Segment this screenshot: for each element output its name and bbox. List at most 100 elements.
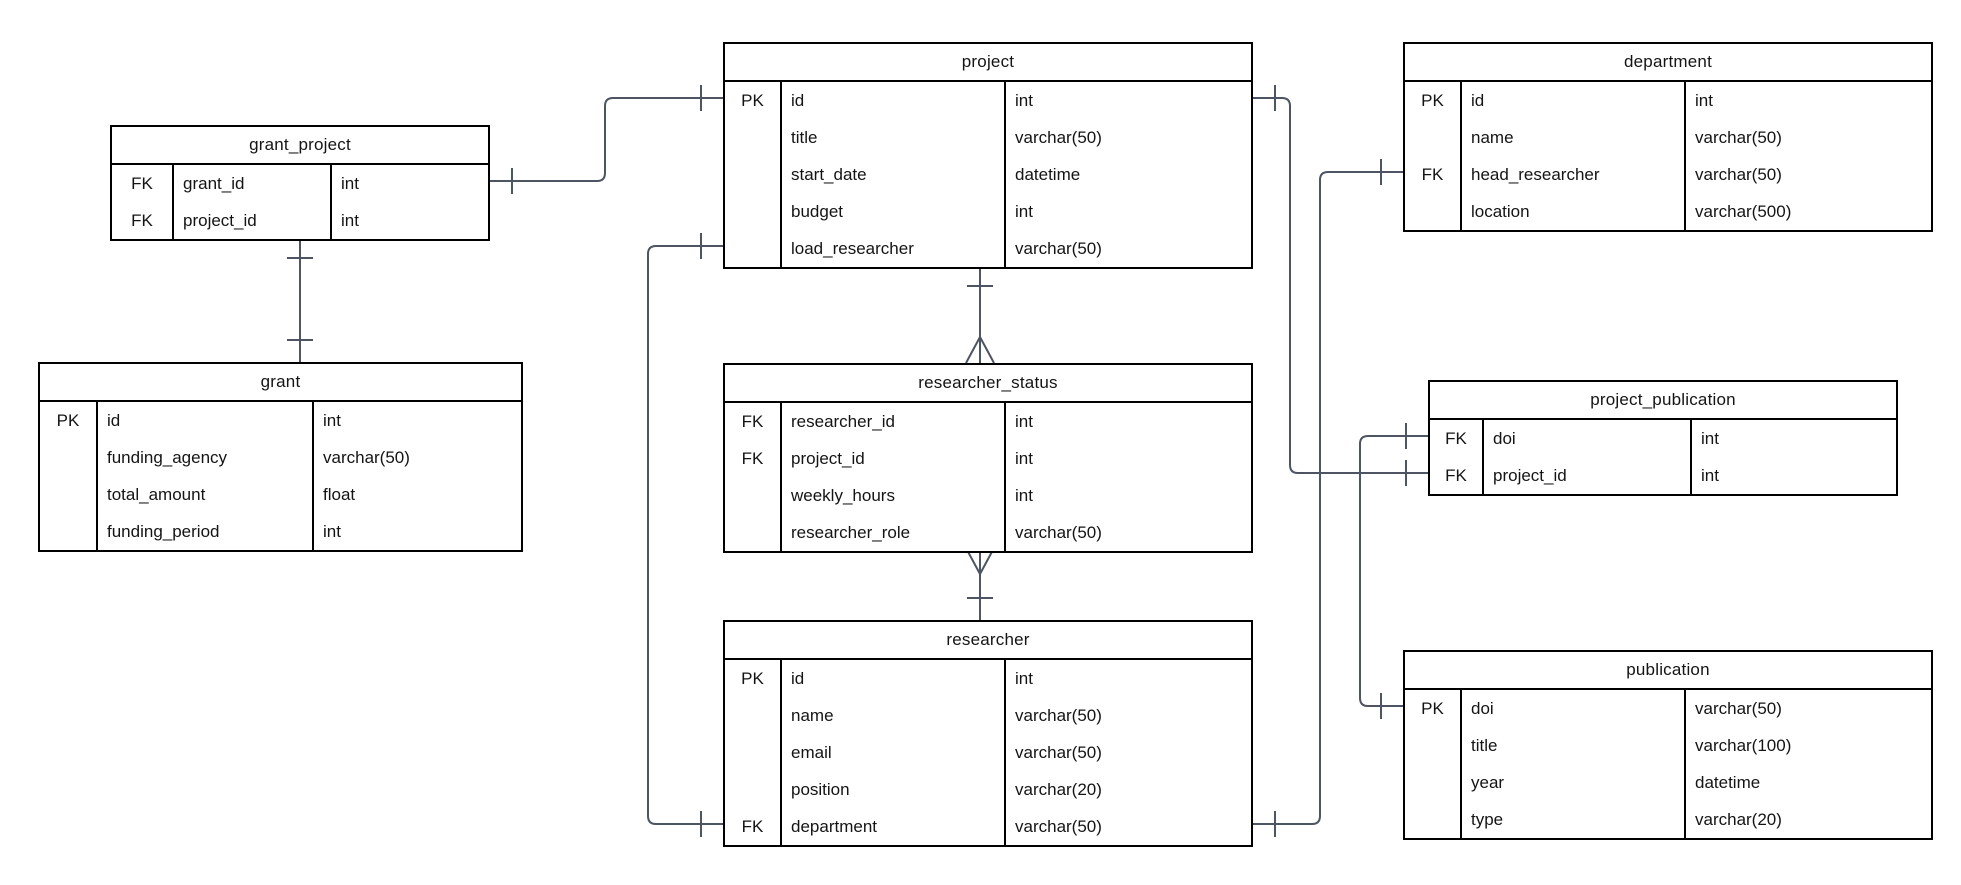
entity-grant-title: grant bbox=[40, 364, 521, 402]
column-key-badge: PK bbox=[1421, 90, 1444, 110]
column-key-badge bbox=[725, 193, 780, 230]
relationship-grant_project__grant[interactable] bbox=[287, 236, 313, 362]
column-type: varchar(500) bbox=[1684, 193, 1931, 230]
column-name: total_amount bbox=[96, 476, 312, 513]
relationship-project_load_researcher__researcher_department[interactable] bbox=[647, 233, 723, 837]
entity-researcher_status-title: researcher_status bbox=[725, 365, 1251, 403]
column-name: title bbox=[1460, 727, 1684, 764]
column-name: project_id bbox=[780, 440, 1004, 477]
column-key-badge: FK bbox=[131, 210, 153, 230]
entity-project_publication-title: project_publication bbox=[1430, 382, 1896, 420]
column-type: varchar(50) bbox=[1004, 697, 1251, 734]
relationship-project__researcher_status[interactable] bbox=[965, 264, 995, 364]
relationship-publication_doi__project_publication_doi[interactable] bbox=[1359, 423, 1428, 719]
column-key-badge bbox=[1405, 193, 1460, 230]
column-name: funding_agency bbox=[96, 439, 312, 476]
column-name: researcher_id bbox=[780, 403, 1004, 440]
column-name: id bbox=[780, 82, 1004, 119]
relationship-researcher_department__department_head_researcher[interactable] bbox=[1253, 159, 1403, 837]
column-type: int bbox=[1004, 440, 1251, 477]
relationship-line bbox=[1253, 97, 1428, 474]
column-type: varchar(20) bbox=[1684, 801, 1931, 838]
column-type: varchar(50) bbox=[1004, 230, 1251, 267]
cardinality-marker bbox=[965, 336, 981, 364]
column-key-badge bbox=[725, 697, 780, 734]
relationship-project_id__project_publication_project_id[interactable] bbox=[1253, 85, 1428, 486]
column-type: datetime bbox=[1004, 156, 1251, 193]
column-key-badge bbox=[725, 230, 780, 267]
column-type: int bbox=[1684, 82, 1931, 119]
column-name: id bbox=[96, 402, 312, 439]
column-type: varchar(50) bbox=[1004, 514, 1251, 551]
entity-department-title: department bbox=[1405, 44, 1931, 82]
column-key-badge bbox=[725, 119, 780, 156]
column-type: varchar(50) bbox=[1684, 690, 1931, 727]
column-key-badge: FK bbox=[741, 448, 764, 468]
column-type: int bbox=[1004, 403, 1251, 440]
relationship-line bbox=[647, 245, 723, 825]
column-type: varchar(50) bbox=[312, 439, 521, 476]
relationship-grant_project__project[interactable] bbox=[490, 85, 723, 194]
entity-researcher-title: researcher bbox=[725, 622, 1251, 660]
column-key-badge bbox=[40, 439, 96, 476]
column-key-badge bbox=[725, 156, 780, 193]
column-name: doi bbox=[1460, 690, 1684, 727]
column-key-badge bbox=[1405, 727, 1460, 764]
column-key-badge bbox=[725, 477, 780, 514]
column-name: load_researcher bbox=[780, 230, 1004, 267]
column-type: varchar(50) bbox=[1684, 119, 1931, 156]
column-type: varchar(100) bbox=[1684, 727, 1931, 764]
column-type: int bbox=[1004, 660, 1251, 697]
column-name: doi bbox=[1482, 420, 1690, 457]
column-name: id bbox=[1460, 82, 1684, 119]
column-type: int bbox=[1004, 193, 1251, 230]
column-key-badge: FK bbox=[1421, 164, 1444, 184]
relationship-researcher_status__researcher[interactable] bbox=[965, 547, 995, 620]
column-name: position bbox=[780, 771, 1004, 808]
column-name: name bbox=[1460, 119, 1684, 156]
column-key-badge: FK bbox=[1445, 465, 1467, 485]
column-key-badge bbox=[40, 476, 96, 513]
column-name: name bbox=[780, 697, 1004, 734]
column-name: department bbox=[780, 808, 1004, 845]
column-key-badge bbox=[40, 513, 96, 550]
column-key-badge bbox=[1405, 119, 1460, 156]
column-key-badge: FK bbox=[741, 816, 764, 836]
column-name: funding_period bbox=[96, 513, 312, 550]
column-key-badge bbox=[725, 514, 780, 551]
column-name: weekly_hours bbox=[780, 477, 1004, 514]
